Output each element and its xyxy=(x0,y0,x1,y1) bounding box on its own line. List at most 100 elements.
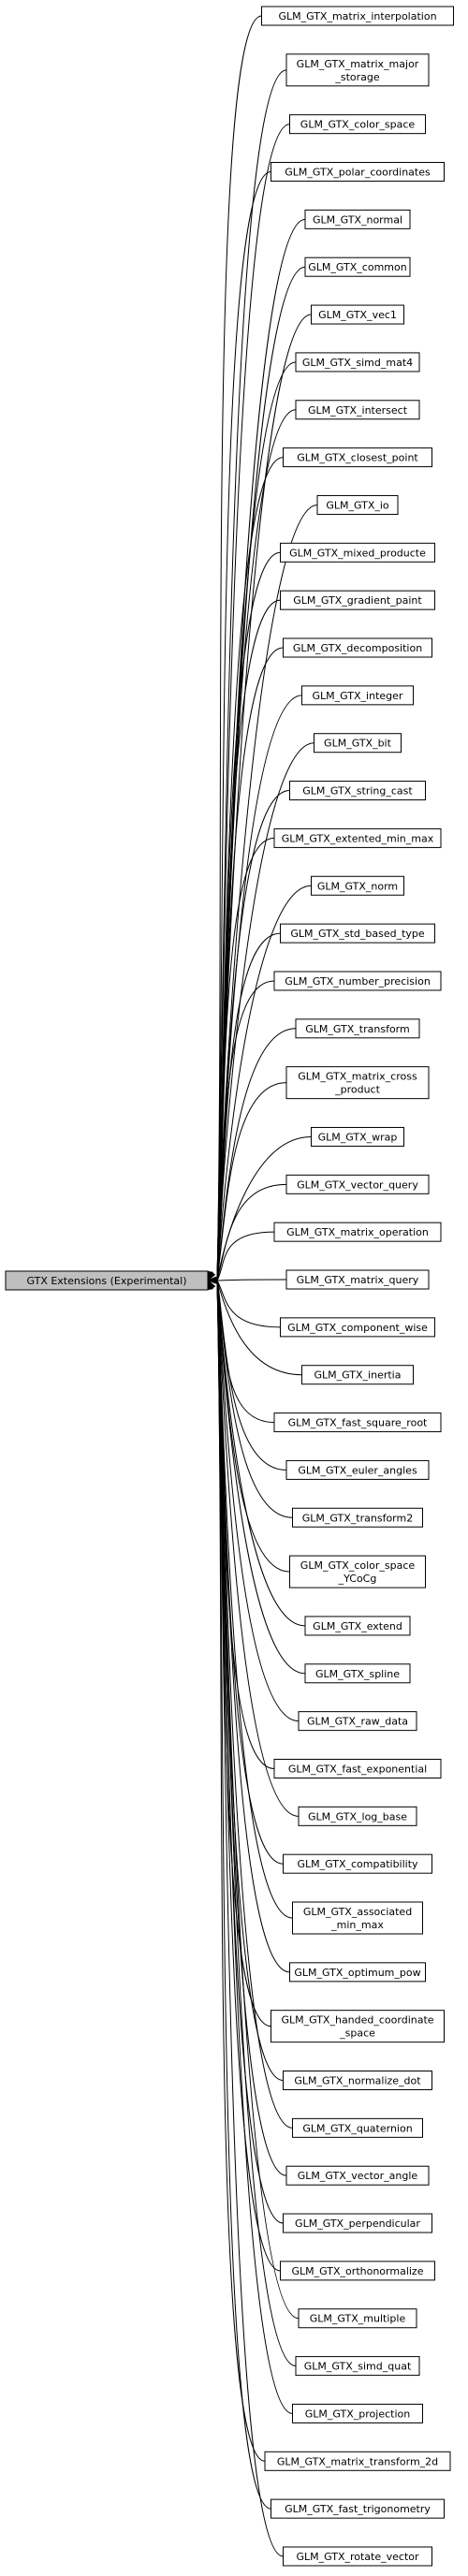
module-node-glm-gtx-matrix-query[interactable]: GLM_GTX_matrix_query xyxy=(285,1269,430,1290)
module-node-box xyxy=(285,1174,430,1194)
module-node-box xyxy=(295,1018,420,1039)
module-node-glm-gtx-projection[interactable]: GLM_GTX_projection xyxy=(292,2403,423,2423)
edge-glm-gtx-fast-trigonometry xyxy=(216,1280,271,2510)
module-node-glm-gtx-norm[interactable]: GLM_GTX_norm xyxy=(311,875,404,896)
module-node-label: GLM_GTX_mixed_producte xyxy=(289,547,426,559)
module-node-glm-gtx-integer[interactable]: GLM_GTX_integer xyxy=(301,685,414,706)
root-node[interactable]: GTX Extensions (Experimental) xyxy=(5,1270,209,1291)
module-node-glm-gtx-simd-mat4[interactable]: GLM_GTX_simd_mat4 xyxy=(295,352,420,373)
module-node-glm-gtx-polar-coordinates[interactable]: GLM_GTX_polar_coordinates xyxy=(271,162,445,183)
module-node-glm-gtx-rotate-vector[interactable]: GLM_GTX_rotate_vector xyxy=(283,2546,432,2567)
module-node-glm-gtx-component-wise[interactable]: GLM_GTX_component_wise xyxy=(280,1317,435,1338)
module-node-glm-gtx-vector-angle[interactable]: GLM_GTX_vector_angle xyxy=(285,2165,430,2186)
module-node-glm-gtx-string-cast[interactable]: GLM_GTX_string_cast xyxy=(289,781,426,801)
module-node-box xyxy=(292,2117,423,2138)
module-node-glm-gtx-perpendicular[interactable]: GLM_GTX_perpendicular xyxy=(283,2213,432,2233)
module-node-glm-gtx-closest-point[interactable]: GLM_GTX_closest_point xyxy=(283,447,432,468)
module-node-label: GLM_GTX_simd_quat xyxy=(304,2361,412,2373)
module-node-glm-gtx-matrix-cross-product[interactable]: GLM_GTX_matrix_cross_product xyxy=(285,1066,430,1100)
module-node-glm-gtx-transform[interactable]: GLM_GTX_transform xyxy=(295,1018,420,1039)
module-node-glm-gtx-mixed-producte[interactable]: GLM_GTX_mixed_producte xyxy=(280,542,435,563)
module-node-glm-gtx-optimum-pow[interactable]: GLM_GTX_optimum_pow xyxy=(289,1962,426,1983)
module-node-label: GLM_GTX_handed_coordinate xyxy=(281,2014,433,2027)
module-node-glm-gtx-extend[interactable]: GLM_GTX_extend xyxy=(304,1616,411,1636)
module-node-box xyxy=(280,1317,435,1338)
edge-glm-gtx-normal xyxy=(216,218,306,1281)
module-node-glm-gtx-associated-min-max[interactable]: GLM_GTX_associated_min_max xyxy=(292,1901,423,1935)
module-node-glm-gtx-normalize-dot[interactable]: GLM_GTX_normalize_dot xyxy=(283,2070,432,2090)
module-node-glm-gtx-vector-query[interactable]: GLM_GTX_vector_query xyxy=(285,1174,430,1194)
module-node-glm-gtx-extented-min-max[interactable]: GLM_GTX_extented_min_max xyxy=(273,827,442,848)
module-node-label: GLM_GTX_gradient_paint xyxy=(293,594,422,607)
module-node-glm-gtx-wrap[interactable]: GLM_GTX_wrap xyxy=(311,1126,404,1147)
module-node-glm-gtx-multiple[interactable]: GLM_GTX_multiple xyxy=(298,2308,417,2329)
edge-glm-gtx-raw-data xyxy=(216,1280,300,1722)
module-node-label: GLM_GTX_inertia xyxy=(314,1369,402,1382)
module-node-glm-gtx-gradient-paint[interactable]: GLM_GTX_gradient_paint xyxy=(280,590,435,610)
module-node-label: GLM_GTX_matrix_major xyxy=(297,58,419,70)
module-node-glm-gtx-log-base[interactable]: GLM_GTX_log_base xyxy=(298,1806,417,1826)
module-node-glm-gtx-matrix-operation[interactable]: GLM_GTX_matrix_operation xyxy=(273,1222,442,1242)
module-node-glm-gtx-fast-exponential[interactable]: GLM_GTX_fast_exponential xyxy=(273,1758,442,1778)
module-node-label: GLM_GTX_extend xyxy=(313,1620,402,1632)
module-node-box xyxy=(289,1555,426,1588)
edge-glm-gtx-rotate-vector xyxy=(216,1280,284,2557)
module-node-label: GLM_GTX_rotate_vector xyxy=(296,2551,419,2563)
module-node-glm-gtx-std-based-type[interactable]: GLM_GTX_std_based_type xyxy=(280,923,435,944)
module-node-glm-gtx-vec1[interactable]: GLM_GTX_vec1 xyxy=(311,304,404,325)
module-node-label: GLM_GTX_common xyxy=(308,261,406,273)
module-node-glm-gtx-inertia[interactable]: GLM_GTX_inertia xyxy=(301,1365,414,1385)
module-node-glm-gtx-intersect[interactable]: GLM_GTX_intersect xyxy=(295,400,420,420)
module-node-label: GLM_GTX_matrix_operation xyxy=(286,1226,429,1238)
module-node-glm-gtx-normal[interactable]: GLM_GTX_normal xyxy=(304,209,411,229)
module-node-glm-gtx-spline[interactable]: GLM_GTX_spline xyxy=(304,1663,411,1684)
module-node-glm-gtx-handed-coordinate-space[interactable]: GLM_GTX_handed_coordinate_space xyxy=(271,2010,445,2043)
module-node-label: GLM_GTX_simd_mat4 xyxy=(302,357,413,369)
edge-glm-gtx-matrix-interpolation xyxy=(216,15,262,1281)
edge-glm-gtx-extented-min-max xyxy=(216,837,275,1281)
module-node-label: GLM_GTX_transform xyxy=(305,1023,409,1035)
module-node-glm-gtx-euler-angles[interactable]: GLM_GTX_euler_angles xyxy=(285,1459,430,1480)
module-node-glm-gtx-matrix-major-storage[interactable]: GLM_GTX_matrix_major_storage xyxy=(285,53,430,87)
module-node-glm-gtx-matrix-interpolation[interactable]: GLM_GTX_matrix_interpolation xyxy=(261,6,454,26)
module-node-label: GLM_GTX_decomposition xyxy=(293,642,422,654)
edge-glm-gtx-spline xyxy=(216,1280,306,1675)
module-node-label: GLM_GTX_multiple xyxy=(310,2313,406,2325)
edge-glm-gtx-projection xyxy=(216,1280,293,2414)
module-node-glm-gtx-raw-data[interactable]: GLM_GTX_raw_data xyxy=(298,1711,417,1732)
module-node-box xyxy=(311,1126,404,1147)
module-node-label: GLM_GTX_quaternion xyxy=(302,2122,412,2134)
module-node-glm-gtx-color-space-ycocg[interactable]: GLM_GTX_color_space_YCoCg xyxy=(289,1555,426,1588)
module-node-box xyxy=(314,733,402,754)
module-node-label: GLM_GTX_associated xyxy=(303,1906,412,1918)
edge-glm-gtx-polar-coordinates xyxy=(216,171,271,1281)
module-node-glm-gtx-io[interactable]: GLM_GTX_io xyxy=(316,494,399,515)
module-node-glm-gtx-decomposition[interactable]: GLM_GTX_decomposition xyxy=(283,637,432,658)
module-node-glm-gtx-bit[interactable]: GLM_GTX_bit xyxy=(314,733,402,754)
module-node-box xyxy=(283,2070,432,2090)
edge-glm-gtx-vector-query xyxy=(216,1183,287,1281)
module-node-glm-gtx-fast-square-root[interactable]: GLM_GTX_fast_square_root xyxy=(273,1412,442,1433)
module-node-label: GLM_GTX_optimum_pow xyxy=(294,1967,420,1979)
root-node-label: GTX Extensions (Experimental) xyxy=(26,1275,186,1287)
module-node-glm-gtx-transform2[interactable]: GLM_GTX_transform2 xyxy=(292,1507,423,1528)
module-node-box xyxy=(289,781,426,801)
module-node-box xyxy=(283,637,432,658)
module-node-box xyxy=(298,1711,417,1732)
module-node-box xyxy=(280,590,435,610)
module-node-label: GLM_GTX_number_precision xyxy=(285,975,431,988)
module-node-glm-gtx-fast-trigonometry[interactable]: GLM_GTX_fast_trigonometry xyxy=(271,2498,445,2519)
module-node-glm-gtx-simd-quat[interactable]: GLM_GTX_simd_quat xyxy=(295,2356,420,2377)
module-node-glm-gtx-compatibility[interactable]: GLM_GTX_compatibility xyxy=(283,1853,432,1874)
module-node-label: GLM_GTX_integer xyxy=(313,690,403,702)
module-node-glm-gtx-quaternion[interactable]: GLM_GTX_quaternion xyxy=(292,2117,423,2138)
module-node-box xyxy=(280,923,435,944)
module-node-glm-gtx-matrix-transform-2d[interactable]: GLM_GTX_matrix_transform_2d xyxy=(264,2451,451,2471)
module-node-glm-gtx-number-precision[interactable]: GLM_GTX_number_precision xyxy=(273,971,442,991)
module-node-label: _space xyxy=(339,2027,375,2040)
module-node-glm-gtx-common[interactable]: GLM_GTX_common xyxy=(304,256,411,277)
module-node-label: GLM_GTX_spline xyxy=(315,1668,400,1680)
module-node-glm-gtx-orthonormalize[interactable]: GLM_GTX_orthonormalize xyxy=(280,2261,435,2281)
module-node-glm-gtx-color-space[interactable]: GLM_GTX_color_space xyxy=(289,114,426,135)
module-node-box xyxy=(301,685,414,706)
